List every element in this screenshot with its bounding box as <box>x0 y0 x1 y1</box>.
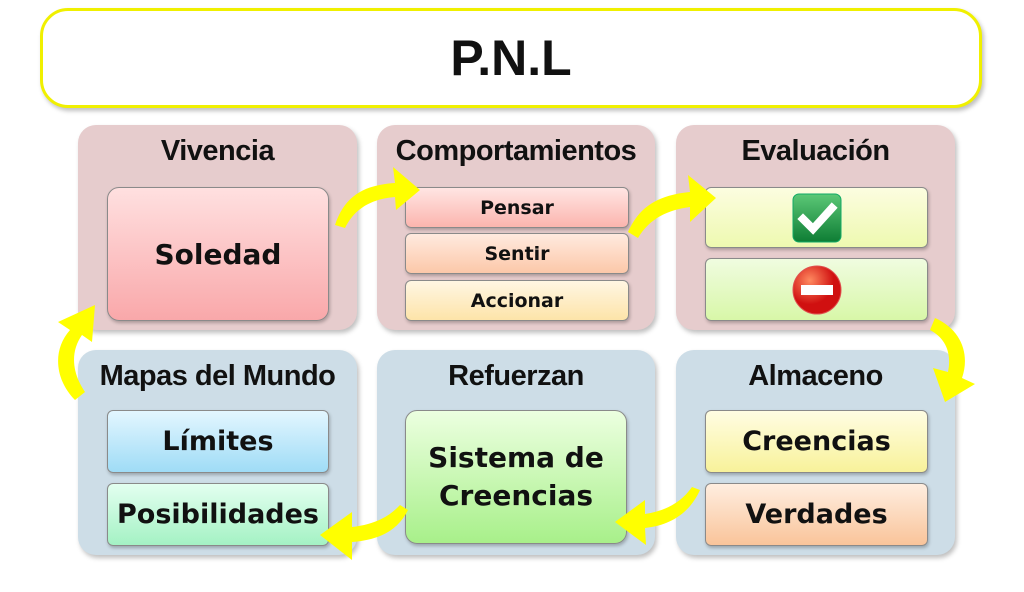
no-entry-icon <box>792 265 841 314</box>
panel-header: Evaluación <box>741 135 890 167</box>
box-posibilidades: Posibilidades <box>107 483 329 546</box>
panel-header: Mapas del Mundo <box>99 360 336 392</box>
box-verdades: Verdades <box>705 483 928 546</box>
box-pensar: Pensar <box>405 187 629 228</box>
box-approve <box>705 187 928 248</box>
box-soledad: Soledad <box>107 187 329 321</box>
check-icon <box>792 193 841 242</box>
panel-header: Comportamientos <box>395 135 637 167</box>
box-creencias: Creencias <box>705 410 928 473</box>
box-sentir: Sentir <box>405 233 629 274</box>
title: P.N.L <box>450 30 572 86</box>
title-banner: P.N.L <box>40 8 982 108</box>
box-sistema-de-creencias: Sistema de Creencias <box>405 410 627 544</box>
box-reject <box>705 258 928 321</box>
panel-header: Almaceno <box>748 360 883 392</box>
box-limites: Límites <box>107 410 329 473</box>
panel-header: Refuerzan <box>448 360 584 392</box>
box-accionar: Accionar <box>405 280 629 321</box>
panel-header: Vivencia <box>160 135 275 167</box>
